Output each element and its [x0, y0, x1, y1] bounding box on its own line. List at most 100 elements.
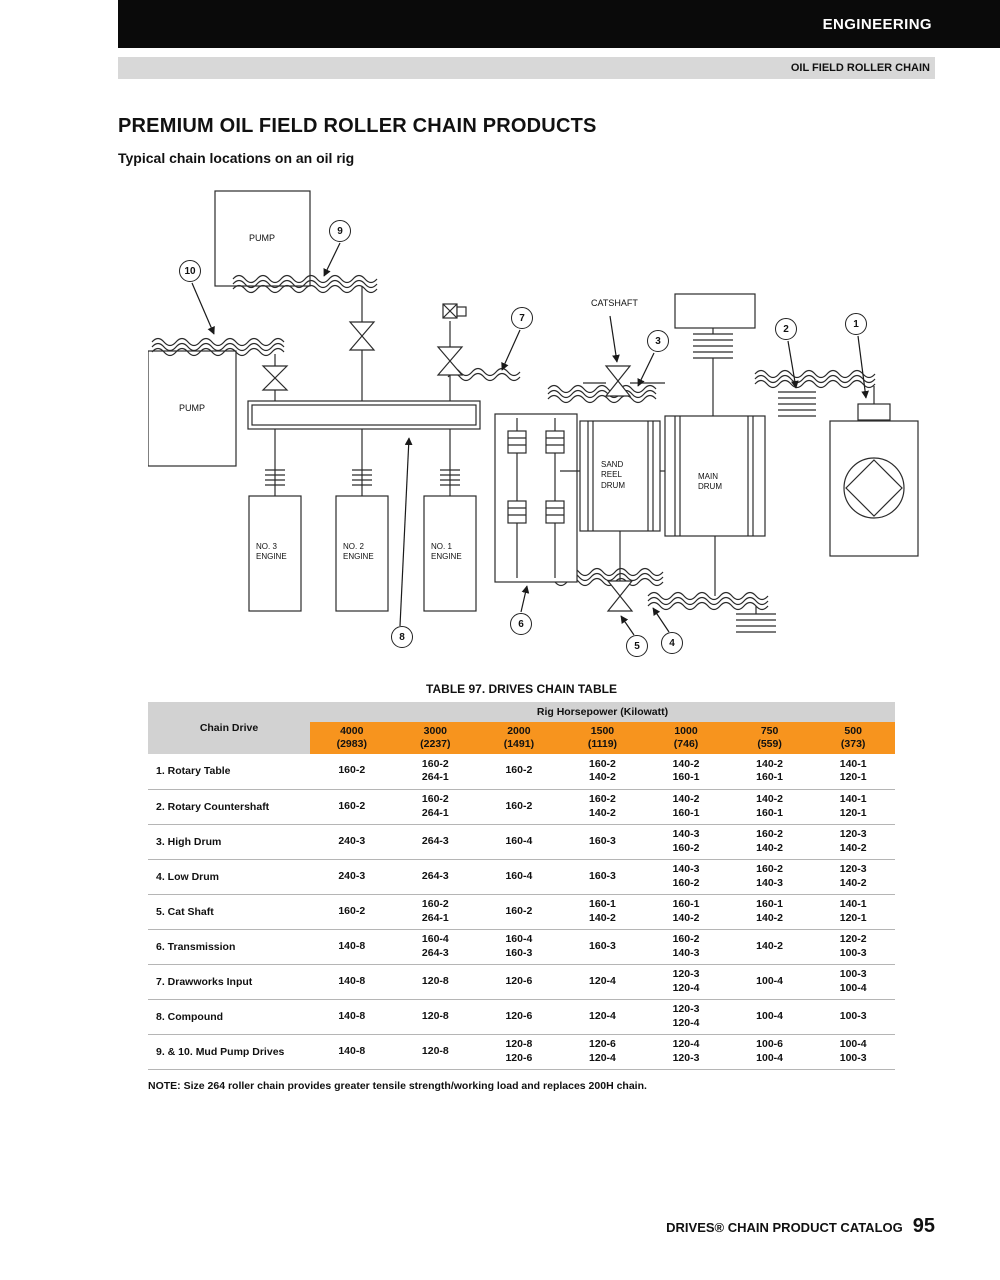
chain-size-cell: 160-2 264-1	[421, 792, 449, 819]
page-number: 95	[912, 1215, 935, 1237]
chain-size-cell: 160-1 140-2	[589, 897, 616, 924]
drives-chain-table: Chain Drive Rig Horsepower (Kilowatt) 40…	[148, 702, 895, 1070]
chain-size-cell: 160-2	[338, 764, 366, 777]
chain-size-cell: 160-4 264-3	[421, 932, 449, 959]
chain-drive-label: 6. Transmission	[156, 940, 236, 953]
callout-8: 8	[391, 626, 413, 648]
rig-horsepower-header: Rig Horsepower (Kilowatt)	[310, 702, 895, 722]
hp-col-2000: 2000 (1491)	[477, 722, 561, 754]
engine-1-box	[423, 495, 477, 612]
chain-size-cell: 160-2	[505, 764, 533, 777]
chain-size-cell: 120-6 120-4	[589, 1037, 616, 1064]
callout-1: 1	[845, 313, 867, 335]
chain-size-cell: 160-3	[589, 939, 616, 952]
chain-drive-label: 2. Rotary Countershaft	[156, 800, 270, 813]
chain-size-cell: 100-3	[839, 1009, 867, 1022]
chain-drive-label: 1. Rotary Table	[156, 765, 231, 778]
hp-col-750: 750 (559)	[727, 722, 812, 754]
sand-reel-drum-label: SAND REEL DRUM	[601, 460, 625, 490]
footer-catalog-title: DRIVES® CHAIN PRODUCT CATALOG	[666, 1220, 903, 1235]
page-subtitle: Typical chain locations on an oil rig	[118, 150, 355, 166]
chain-size-cell: 264-3	[421, 869, 449, 882]
callout-2: 2	[775, 318, 797, 340]
chain-size-cell: 160-1 140-2	[756, 897, 784, 924]
chain-size-cell: 240-3	[338, 834, 366, 847]
engine-2-label: NO. 2 ENGINE	[343, 542, 374, 562]
pump-top-box	[214, 190, 311, 287]
hp-col-1000: 1000 (746)	[644, 722, 728, 754]
chain-size-cell: 120-8	[421, 974, 449, 987]
chain-size-cell: 160-2 264-1	[421, 757, 449, 784]
chain-size-cell: 240-3	[338, 869, 366, 882]
catshaft-label: CATSHAFT	[591, 298, 638, 308]
chain-size-cell: 140-2 160-1	[756, 792, 784, 819]
page-header: ENGINEERING OIL FIELD ROLLER CHAIN	[0, 0, 1000, 79]
chain-size-cell: 100-4	[756, 1009, 784, 1022]
table-row: 3. High Drum 240-3 264-3 160-4 160-3 140…	[148, 824, 895, 859]
chain-size-cell: 100-4	[756, 974, 784, 987]
chain-size-cell: 120-3 140-2	[839, 862, 867, 889]
chain-size-cell: 160-1 140-2	[672, 897, 700, 924]
table-row: 2. Rotary Countershaft 160-2 160-2 264-1…	[148, 789, 895, 824]
chain-size-cell: 120-6	[505, 974, 533, 987]
hp-col-500: 500 (373)	[811, 722, 895, 754]
callout-5: 5	[626, 635, 648, 657]
chain-size-cell: 100-3 100-4	[839, 967, 867, 994]
chain-size-cell: 120-8	[421, 1009, 449, 1022]
page-content: PREMIUM OIL FIELD ROLLER CHAIN PRODUCTS …	[118, 115, 935, 1092]
chain-size-cell: 160-2	[338, 904, 366, 917]
hp-col-3000: 3000 (2237)	[393, 722, 478, 754]
engine-2-box	[335, 495, 389, 612]
table-row: 4. Low Drum 240-3 264-3 160-4 160-3 140-…	[148, 859, 895, 894]
compound-box	[247, 400, 481, 430]
chain-size-cell: 140-2 160-1	[756, 757, 784, 784]
chain-size-cell: 100-6 100-4	[756, 1037, 784, 1064]
chain-size-cell: 160-2	[338, 799, 366, 812]
chain-size-cell: 160-3	[589, 834, 616, 847]
table-row: 7. Drawworks Input 140-8 120-8 120-6 120…	[148, 964, 895, 999]
chain-size-cell: 160-2	[505, 904, 533, 917]
crown-block	[674, 293, 756, 329]
chain-size-cell: 160-2 140-2	[589, 757, 616, 784]
chain-size-cell: 120-3 120-4	[672, 1002, 700, 1029]
chain-size-cell: 120-4	[589, 974, 616, 987]
rig-schematic-svg	[148, 190, 919, 636]
chain-size-cell: 120-6	[505, 1009, 533, 1022]
table-row: 9. & 10. Mud Pump Drives 140-8 120-8 120…	[148, 1034, 895, 1069]
chain-size-cell: 160-2	[505, 799, 533, 812]
chain-size-cell: 140-8	[338, 939, 366, 952]
chain-size-cell: 120-2 100-3	[839, 932, 867, 959]
chain-size-cell: 120-3 140-2	[839, 827, 867, 854]
chain-size-cell: 140-2	[756, 939, 784, 952]
chain-size-cell: 160-2 140-3	[672, 932, 700, 959]
chain-drive-label: 5. Cat Shaft	[156, 905, 214, 918]
page-footer: DRIVES® CHAIN PRODUCT CATALOG 95	[666, 1215, 935, 1238]
page-title: PREMIUM OIL FIELD ROLLER CHAIN PRODUCTS	[118, 115, 597, 137]
chain-size-cell: 160-2 264-1	[421, 897, 449, 924]
chain-drive-label: 3. High Drum	[156, 835, 222, 848]
chain-size-cell: 140-8	[338, 1009, 366, 1022]
callout-4: 4	[661, 632, 683, 654]
chain-size-cell: 140-8	[338, 974, 366, 987]
table-row: 6. Transmission 140-8 160-4 264-3 160-4 …	[148, 929, 895, 964]
chain-drive-label: 7. Drawworks Input	[156, 975, 253, 988]
hp-col-4000: 4000 (2983)	[310, 722, 394, 754]
table-title: TABLE 97. DRIVES CHAIN TABLE	[426, 682, 617, 696]
oil-rig-diagram: PUMP PUMP CATSHAFT SAND REEL DRUM MAIN D…	[148, 176, 938, 678]
subheader-bar: OIL FIELD ROLLER CHAIN	[118, 57, 935, 79]
chain-size-cell: 264-3	[421, 834, 449, 847]
pump-top-label: PUMP	[248, 233, 275, 243]
chain-size-cell: 140-1 120-1	[839, 897, 867, 924]
chain-size-cell: 100-4 100-3	[839, 1037, 867, 1064]
header-bar: ENGINEERING	[118, 0, 1000, 48]
main-drum-label: MAIN DRUM	[698, 472, 722, 492]
callout-7: 7	[511, 307, 533, 329]
chain-size-cell: 140-3 160-2	[672, 827, 700, 854]
chain-size-cell: 120-3 120-4	[672, 967, 700, 994]
chain-size-cell: 160-3	[589, 869, 616, 882]
table-row: 1. Rotary Table 160-2 160-2 264-1 160-2 …	[148, 754, 895, 789]
chain-size-cell: 120-4 120-3	[672, 1037, 700, 1064]
drawworks-frame	[494, 413, 578, 583]
chain-size-cell: 140-1 120-1	[839, 792, 867, 819]
chain-size-cell: 160-4	[505, 869, 533, 882]
